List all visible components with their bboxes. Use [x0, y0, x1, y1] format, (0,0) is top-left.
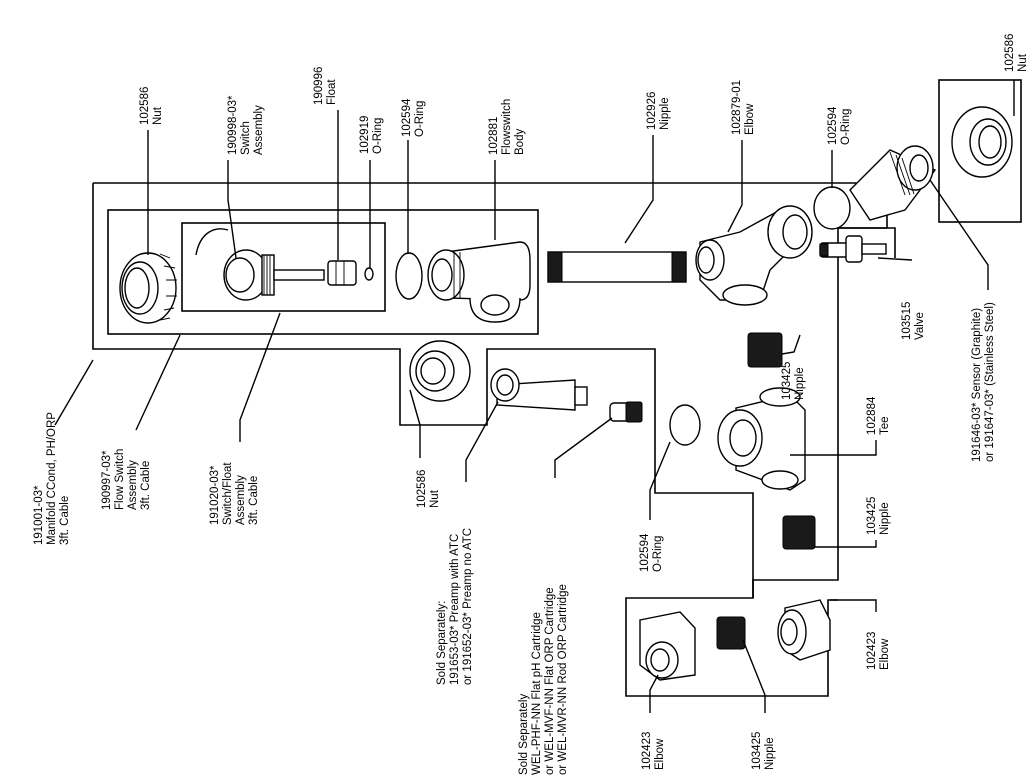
- tee-part: [717, 387, 806, 491]
- label-tee: 102884 Tee: [866, 393, 891, 435]
- label-oring-a: 102594 O-Ring: [401, 95, 426, 137]
- elbow-b-part: [777, 599, 831, 661]
- label-oring-c: 102594 O-Ring: [639, 530, 664, 572]
- label-nut-a: 102586 Nut: [139, 83, 164, 125]
- manifold-outline-lower: [92, 183, 754, 598]
- label-nipple-a: 103425 Nipple: [781, 358, 806, 400]
- label-elbow-a: 102879-01 Elbow: [731, 77, 756, 135]
- label-switch-float-assy: 191020-03* Switch/Float Assembly 3ft. Ca…: [209, 459, 260, 525]
- nut-frame-top-right: [938, 79, 1022, 223]
- label-nipple-c: 103425 Nipple: [751, 728, 776, 770]
- flow-switch-assembly-frame: [107, 209, 539, 335]
- assembly-frames: [92, 79, 1022, 697]
- switch-assembly-part: [195, 228, 325, 301]
- preamp-part: [490, 368, 588, 411]
- switch-float-assembly-frame: [181, 222, 386, 312]
- leader-lines: [54, 80, 1015, 713]
- elbow-c-part: [639, 611, 696, 681]
- nut-left: [119, 252, 177, 324]
- oring-c-part: [669, 404, 701, 446]
- valve-part: [819, 235, 887, 263]
- oring-small-part: [364, 267, 374, 281]
- oring-a-part: [395, 252, 423, 300]
- nipple-c-part: [716, 616, 746, 650]
- nut-top-right: [951, 106, 1013, 178]
- cartridge-part: [609, 401, 643, 423]
- label-nut-b: 102586 Nut: [1004, 30, 1029, 72]
- oring-b-part: [813, 186, 851, 230]
- label-flow-switch-assy: 190997-03* Flow Switch Assembly 3ft. Cab…: [101, 445, 152, 510]
- label-manifold: 191001-03* Manifold CCond, PH/ORP 3ft. C…: [33, 409, 71, 545]
- label-valve: 103515 Valve: [901, 298, 926, 340]
- sensor-part: [849, 145, 937, 221]
- nipple-long-part: [547, 251, 687, 283]
- nipple-a-part: [747, 332, 783, 368]
- label-elbow-b: 102423 Elbow: [866, 628, 891, 670]
- parts: [119, 106, 1013, 681]
- label-nipple-long: 102926 Nipple: [646, 88, 671, 130]
- label-flowswitch-body: 102881 Flowswitch Body: [488, 96, 526, 155]
- label-nipple-b: 103425 Nipple: [866, 493, 891, 535]
- nut-center: [409, 340, 471, 402]
- flowswitch-body-part: [427, 241, 531, 323]
- nipple-b-part: [782, 515, 816, 550]
- label-elbow-c: 102423 Elbow: [641, 728, 666, 770]
- valve-frame: [838, 227, 896, 258]
- label-switch-assembly: 190998-03* Switch Assembly: [227, 92, 265, 155]
- labels: 102586 Nut 190998-03* Switch Assembly 19…: [33, 30, 1029, 775]
- elbow-a-part: [695, 205, 813, 306]
- label-preamp-note: Sold Separately: 191653-03* Preamp with …: [436, 528, 474, 685]
- float-part: [327, 260, 357, 286]
- label-nut-c: 102586 Nut: [416, 466, 441, 508]
- label-oring-b: 102594 O-Ring: [827, 103, 852, 145]
- label-cartridge-note: Sold Separately WEL-PHF-NN Flat pH Cartr…: [518, 584, 569, 775]
- label-oring-small: 102919 O-Ring: [359, 112, 384, 154]
- label-float: 190996 Float: [313, 63, 338, 105]
- label-sensor: 191646-03* Sensor (Graphite) or 191647-0…: [971, 302, 996, 462]
